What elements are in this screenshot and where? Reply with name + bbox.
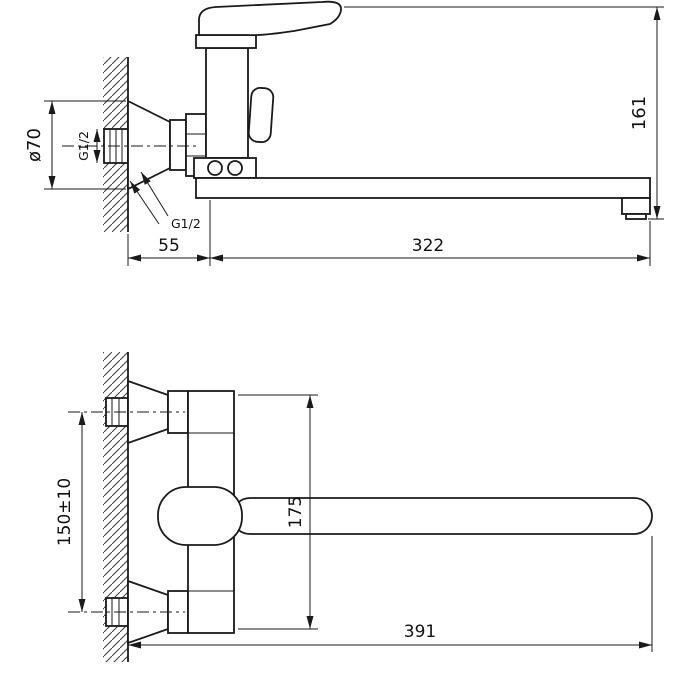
aerator xyxy=(621,197,651,215)
faucet-side-body xyxy=(103,0,651,220)
dimension-dia70: ø70 xyxy=(24,100,126,190)
dimension-391: 391 xyxy=(128,536,653,652)
escutcheon-boss xyxy=(169,119,187,171)
spacing-label: 150±10 xyxy=(55,478,75,546)
dia70-label: ø70 xyxy=(24,128,45,162)
cartridge-cap xyxy=(195,34,257,49)
plan-view: 150±10 175 391 xyxy=(55,352,653,662)
dimension-175: 175 xyxy=(238,394,318,630)
offset-label: 55 xyxy=(158,236,180,256)
spout-thread-label: G1/2 xyxy=(171,216,201,231)
pivot-nut xyxy=(193,157,257,179)
pivot-ring-2 xyxy=(227,160,243,176)
handle-lever xyxy=(198,0,342,37)
spout-tube xyxy=(195,177,651,199)
body-height-label: 175 xyxy=(286,496,306,528)
dimension-55-322: 55 322 xyxy=(127,200,651,266)
pivot-ring-1 xyxy=(207,160,223,176)
reach-label: 322 xyxy=(412,236,444,256)
dimension-inlet-thread: G1/2 xyxy=(76,129,101,163)
length-label: 391 xyxy=(404,622,436,642)
dimension-height-161: 161 xyxy=(344,6,664,220)
escutcheon-cone xyxy=(127,99,171,191)
inlet-thread-label: G1/2 xyxy=(76,131,91,161)
dimension-150: 150±10 xyxy=(55,412,86,612)
diverter-knob xyxy=(247,87,275,143)
faucet-plan-body xyxy=(105,379,653,645)
aerator-lip xyxy=(625,213,647,220)
side-view: ø70 G1/2 161 55 322 G1/2 xyxy=(24,0,664,266)
height-label: 161 xyxy=(629,96,650,130)
mixer-body xyxy=(205,47,249,159)
handle-knob-plan xyxy=(157,486,243,546)
leader-spout-thread: G1/2 xyxy=(129,171,201,231)
